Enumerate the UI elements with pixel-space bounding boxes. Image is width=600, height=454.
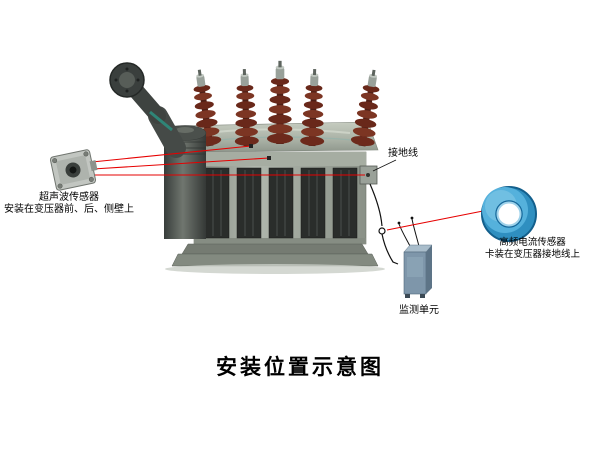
transformer-tank: [193, 151, 367, 245]
grounding-label-leader: [372, 159, 397, 172]
grounding-wire: [369, 183, 399, 265]
cable-arm: [109, 62, 186, 158]
diagram-title: 安装位置示意图: [216, 355, 384, 379]
hf-current-sensor-device: [481, 186, 537, 242]
monitoring-unit-device: [397, 216, 433, 298]
grounding-wire-label: 接地线: [388, 148, 418, 159]
ultrasonic-sensor-label: 超声波传感器 安装在变压器前、后、侧壁上: [2, 192, 136, 216]
hf-sensor-label: 高频电流传感器 卡装在变压器接地线上: [465, 237, 600, 261]
radiator-panels: [204, 167, 358, 239]
ultrasonic-sensor-name: 超声波传感器: [39, 192, 99, 203]
monitoring-unit-label: 监测单元: [399, 305, 439, 316]
sensor-mount-points: [249, 144, 271, 160]
hf-sensor-note: 卡装在变压器接地线上: [484, 249, 580, 260]
ultrasonic-sensor-device: [49, 149, 98, 191]
hf-sensor-name: 高频电流传感器: [499, 237, 566, 248]
transformer-base: [165, 243, 385, 274]
connection-lines: [91, 145, 484, 231]
ultrasonic-sensor-note: 安装在变压器前、后、侧壁上: [4, 204, 134, 215]
